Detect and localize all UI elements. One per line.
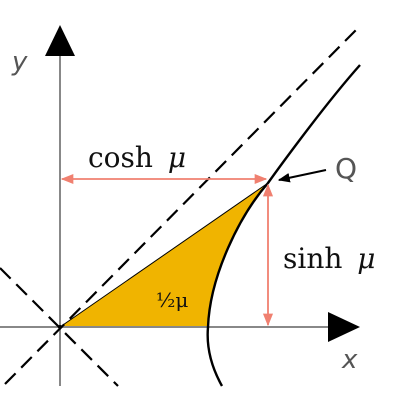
point-q-pointer-arrow: [277, 169, 327, 183]
y-axis-arrowhead: [45, 25, 75, 56]
y-axis-label: y: [11, 47, 28, 77]
sinh-label: sinh μ: [283, 242, 376, 275]
origin-point: [58, 325, 62, 329]
sinh-label-var: μ: [357, 242, 375, 275]
asymptote-positive: [4, 27, 359, 385]
cosh-label-func: cosh: [88, 141, 153, 174]
x-axis-label: x: [341, 345, 358, 375]
cosh-label: cosh μ: [88, 141, 186, 174]
sinh-label-func: sinh: [283, 242, 342, 275]
area-label: ½μ: [156, 288, 188, 312]
hyperbola-curve: [206, 64, 361, 387]
cosh-label-var: μ: [168, 141, 186, 174]
point-q-label: Q: [335, 152, 357, 185]
x-axis-arrowhead: [328, 312, 360, 342]
